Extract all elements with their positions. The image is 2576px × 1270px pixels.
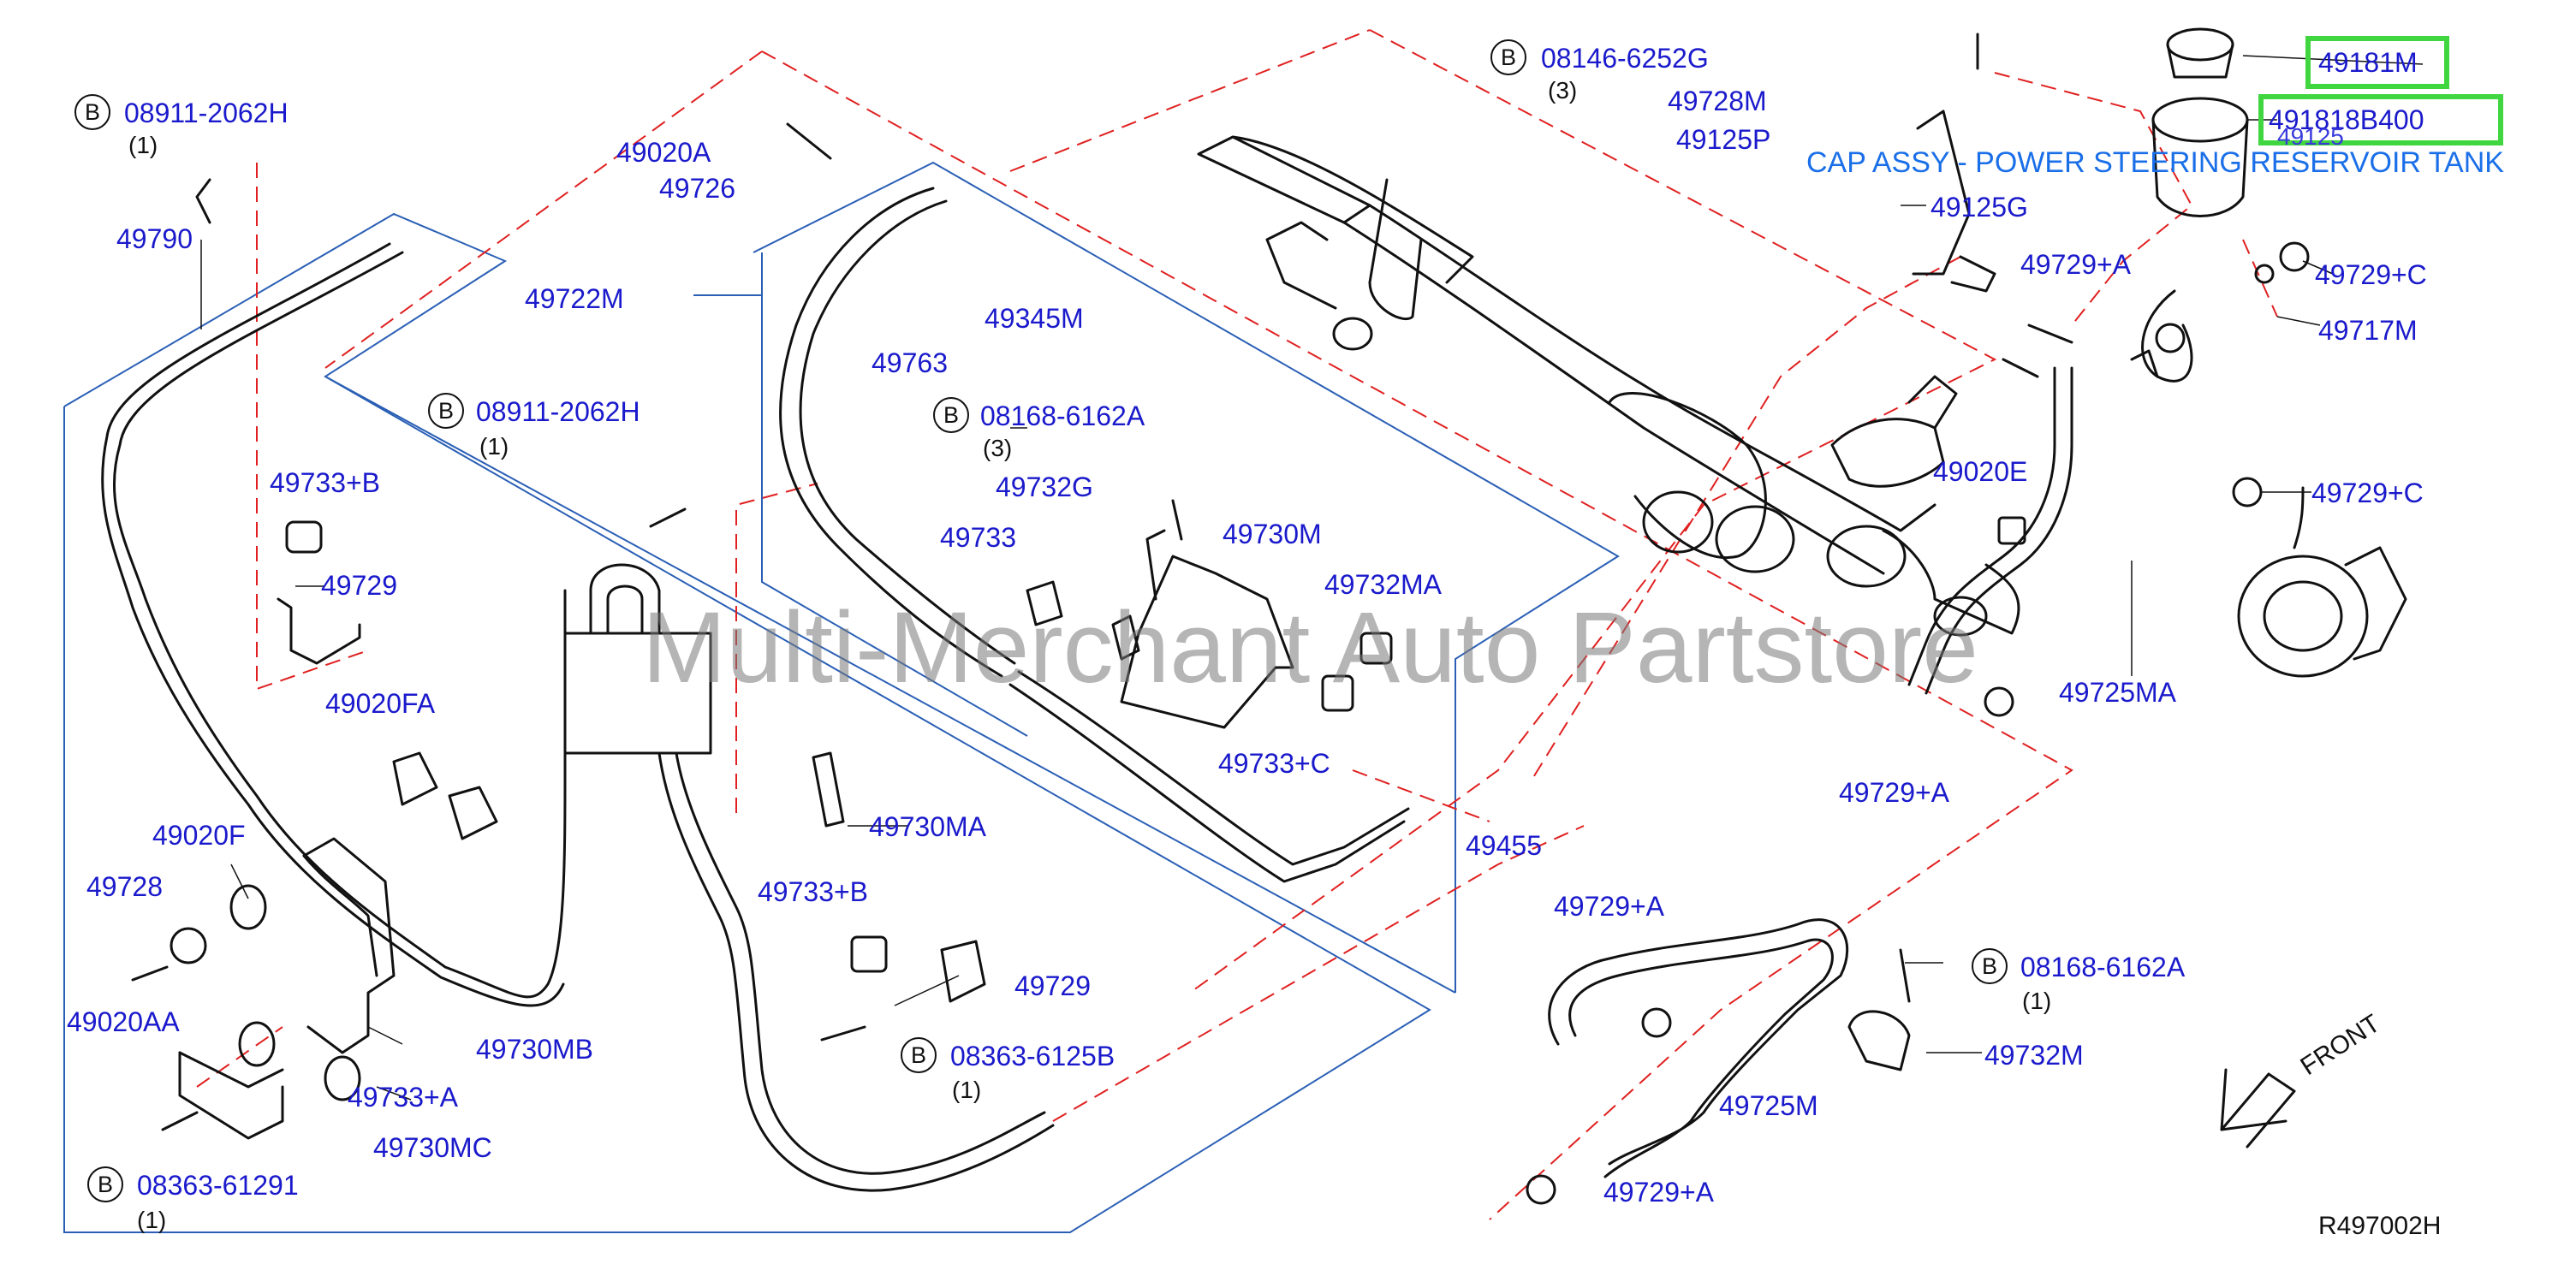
part-08911-2062H-a[interactable]: 08911-2062H (124, 98, 289, 128)
frame-lines (63, 161, 1620, 1233)
part-49729A-low2[interactable]: 49729+A (1603, 1177, 1715, 1208)
part-49790[interactable]: 49790 (116, 223, 193, 254)
part-49730MB[interactable]: 49730MB (476, 1034, 593, 1065)
part-49729C-2[interactable]: 49729+C (2311, 478, 2424, 508)
guide-lines (196, 29, 2278, 1220)
part-49733C[interactable]: 49733+C (1218, 748, 1330, 779)
part-49725M[interactable]: 49725M (1719, 1090, 1818, 1121)
part-49730MA[interactable]: 49730MA (869, 811, 986, 842)
part-49020AA[interactable]: 49020AA (67, 1006, 180, 1037)
diagram-reference: R497002H (2318, 1212, 2442, 1240)
bolt-marker: B (1490, 39, 1526, 75)
part-49181M[interactable]: 49181M (2318, 47, 2418, 78)
part-49717M[interactable]: 49717M (2318, 315, 2418, 346)
part-49125G[interactable]: 49125G (1931, 192, 2028, 223)
part-description: CAP ASSY - POWER STEERING RESERVOIR TANK (1806, 146, 2504, 179)
part-49729A-low1[interactable]: 49729+A (1554, 891, 1665, 922)
part-49763[interactable]: 49763 (872, 347, 948, 378)
part-08168-6162A-a[interactable]: 08168-6162A (980, 401, 1145, 431)
part-49730M[interactable]: 49730M (1223, 519, 1322, 549)
highlight-49181M (2305, 36, 2449, 89)
bolt-marker: B (87, 1166, 123, 1202)
qty-08911-2062H-a: (1) (128, 132, 158, 158)
bolt-marker: B (74, 94, 110, 130)
bolt-marker: B (901, 1037, 937, 1073)
part-49729A-top[interactable]: 49729+A (2020, 249, 2132, 280)
part-08168-6162A-b[interactable]: 08168-6162A (2020, 952, 2186, 982)
parts-art (101, 27, 2407, 1205)
qty-08146-6252G: (3) (1548, 77, 1578, 104)
part-49455[interactable]: 49455 (1466, 830, 1542, 861)
part-49729-b[interactable]: 49729 (1014, 970, 1091, 1001)
leader-lines (200, 55, 2424, 1101)
part-49733B-b[interactable]: 49733+B (758, 876, 869, 907)
part-49733A[interactable]: 49733+A (348, 1082, 459, 1113)
part-49020FA[interactable]: 49020FA (325, 688, 436, 719)
qty-08168-6162A-a: (3) (983, 435, 1013, 461)
bolt-marker: B (1972, 948, 2008, 984)
part-49732G[interactable]: 49732G (996, 472, 1093, 502)
part-49732M[interactable]: 49732M (1984, 1040, 2084, 1071)
part-49730MC[interactable]: 49730MC (373, 1132, 492, 1163)
part-49728M[interactable]: 49728M (1668, 86, 1767, 116)
part-49733B-a[interactable]: 49733+B (270, 467, 381, 498)
qty-08363-61291: (1) (137, 1207, 167, 1233)
part-08146-6252G[interactable]: 08146-6252G (1541, 43, 1709, 74)
part-08911-2062H-b[interactable]: 08911-2062H (476, 396, 640, 427)
part-49733[interactable]: 49733 (940, 522, 1016, 553)
part-49729-a[interactable]: 49729 (321, 570, 397, 601)
qty-08363-6125B: (1) (952, 1077, 982, 1103)
part-49726[interactable]: 49726 (659, 173, 735, 204)
part-49020F[interactable]: 49020F (152, 820, 246, 851)
part-08363-61291[interactable]: 08363-61291 (137, 1170, 299, 1201)
part-49125P[interactable]: 49125P (1676, 124, 1771, 155)
part-49725MA[interactable]: 49725MA (2059, 677, 2176, 708)
part-49722M[interactable]: 49722M (525, 283, 624, 314)
qty-08168-6162A-b: (1) (2022, 988, 2052, 1014)
part-08363-6125B[interactable]: 08363-6125B (950, 1041, 1115, 1071)
part-49020E[interactable]: 49020E (1933, 456, 2028, 487)
highlight-491818B400 (2258, 94, 2503, 145)
part-49729A-mid[interactable]: 49729+A (1839, 777, 1950, 808)
part-49729C-1[interactable]: 49729+C (2315, 259, 2427, 290)
bolt-marker: B (428, 393, 464, 429)
part-49345M[interactable]: 49345M (985, 303, 1084, 334)
bolt-marker: B (933, 397, 969, 433)
watermark: Multi-Merchant Auto Partstore (642, 591, 1978, 704)
part-49728[interactable]: 49728 (86, 871, 163, 902)
part-49020A[interactable]: 49020A (616, 137, 711, 168)
part-491818B400[interactable]: 491818B400 (2269, 104, 2424, 135)
qty-08911-2062H-b: (1) (479, 433, 509, 460)
part-49125[interactable]: 49125 (2277, 123, 2344, 150)
part-49732MA[interactable]: 49732MA (1324, 569, 1442, 600)
